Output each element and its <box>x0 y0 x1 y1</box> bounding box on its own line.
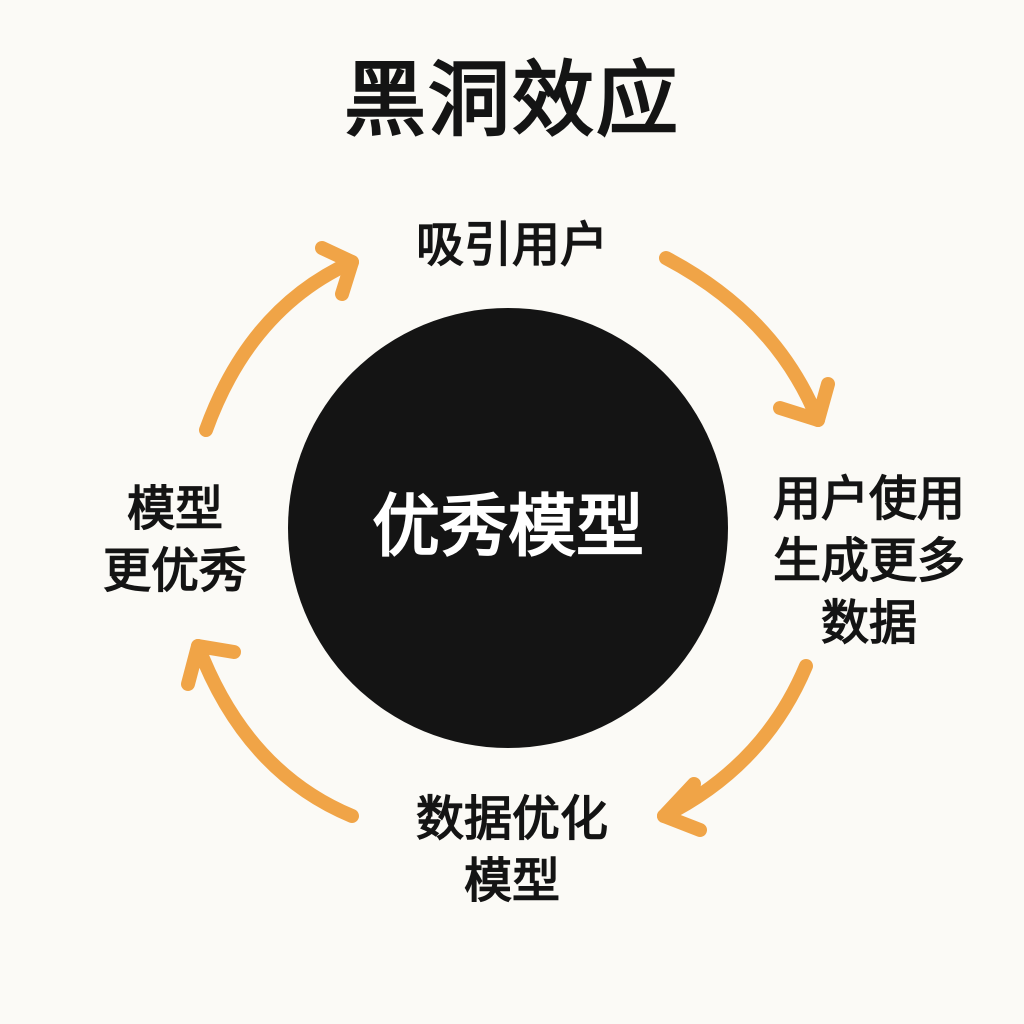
cycle-node-line: 生成更多 <box>772 533 965 589</box>
cycle-node-line: 用户使用 <box>772 471 965 527</box>
cycle-node-line: 吸引用户 <box>415 217 608 273</box>
core-circle <box>288 308 728 748</box>
core-label: 优秀模型 <box>371 488 644 567</box>
cycle-node-line: 模型 <box>463 853 560 909</box>
cycle-node-line: 数据优化 <box>415 791 608 847</box>
arrow-top-to-right <box>659 251 835 427</box>
arrow-right-to-bottom <box>657 659 813 837</box>
arrow-left-to-top <box>199 241 359 437</box>
cycle-node-attract-users: 吸引用户 <box>372 214 652 276</box>
cycle-node-users-generate-data: 用户使用 生成更多 数据 <box>744 468 994 654</box>
cycle-node-data-optimizes-model: 数据优化 模型 <box>364 788 660 912</box>
cycle-node-line: 模型 <box>126 481 223 537</box>
cycle-node-line: 更优秀 <box>102 543 247 599</box>
page-title: 黑洞效应 <box>343 53 680 148</box>
cycle-node-line: 数据 <box>820 595 917 651</box>
cycle-node-model-better: 模型 更优秀 <box>70 478 280 602</box>
arrow-bottom-to-left <box>181 639 359 823</box>
